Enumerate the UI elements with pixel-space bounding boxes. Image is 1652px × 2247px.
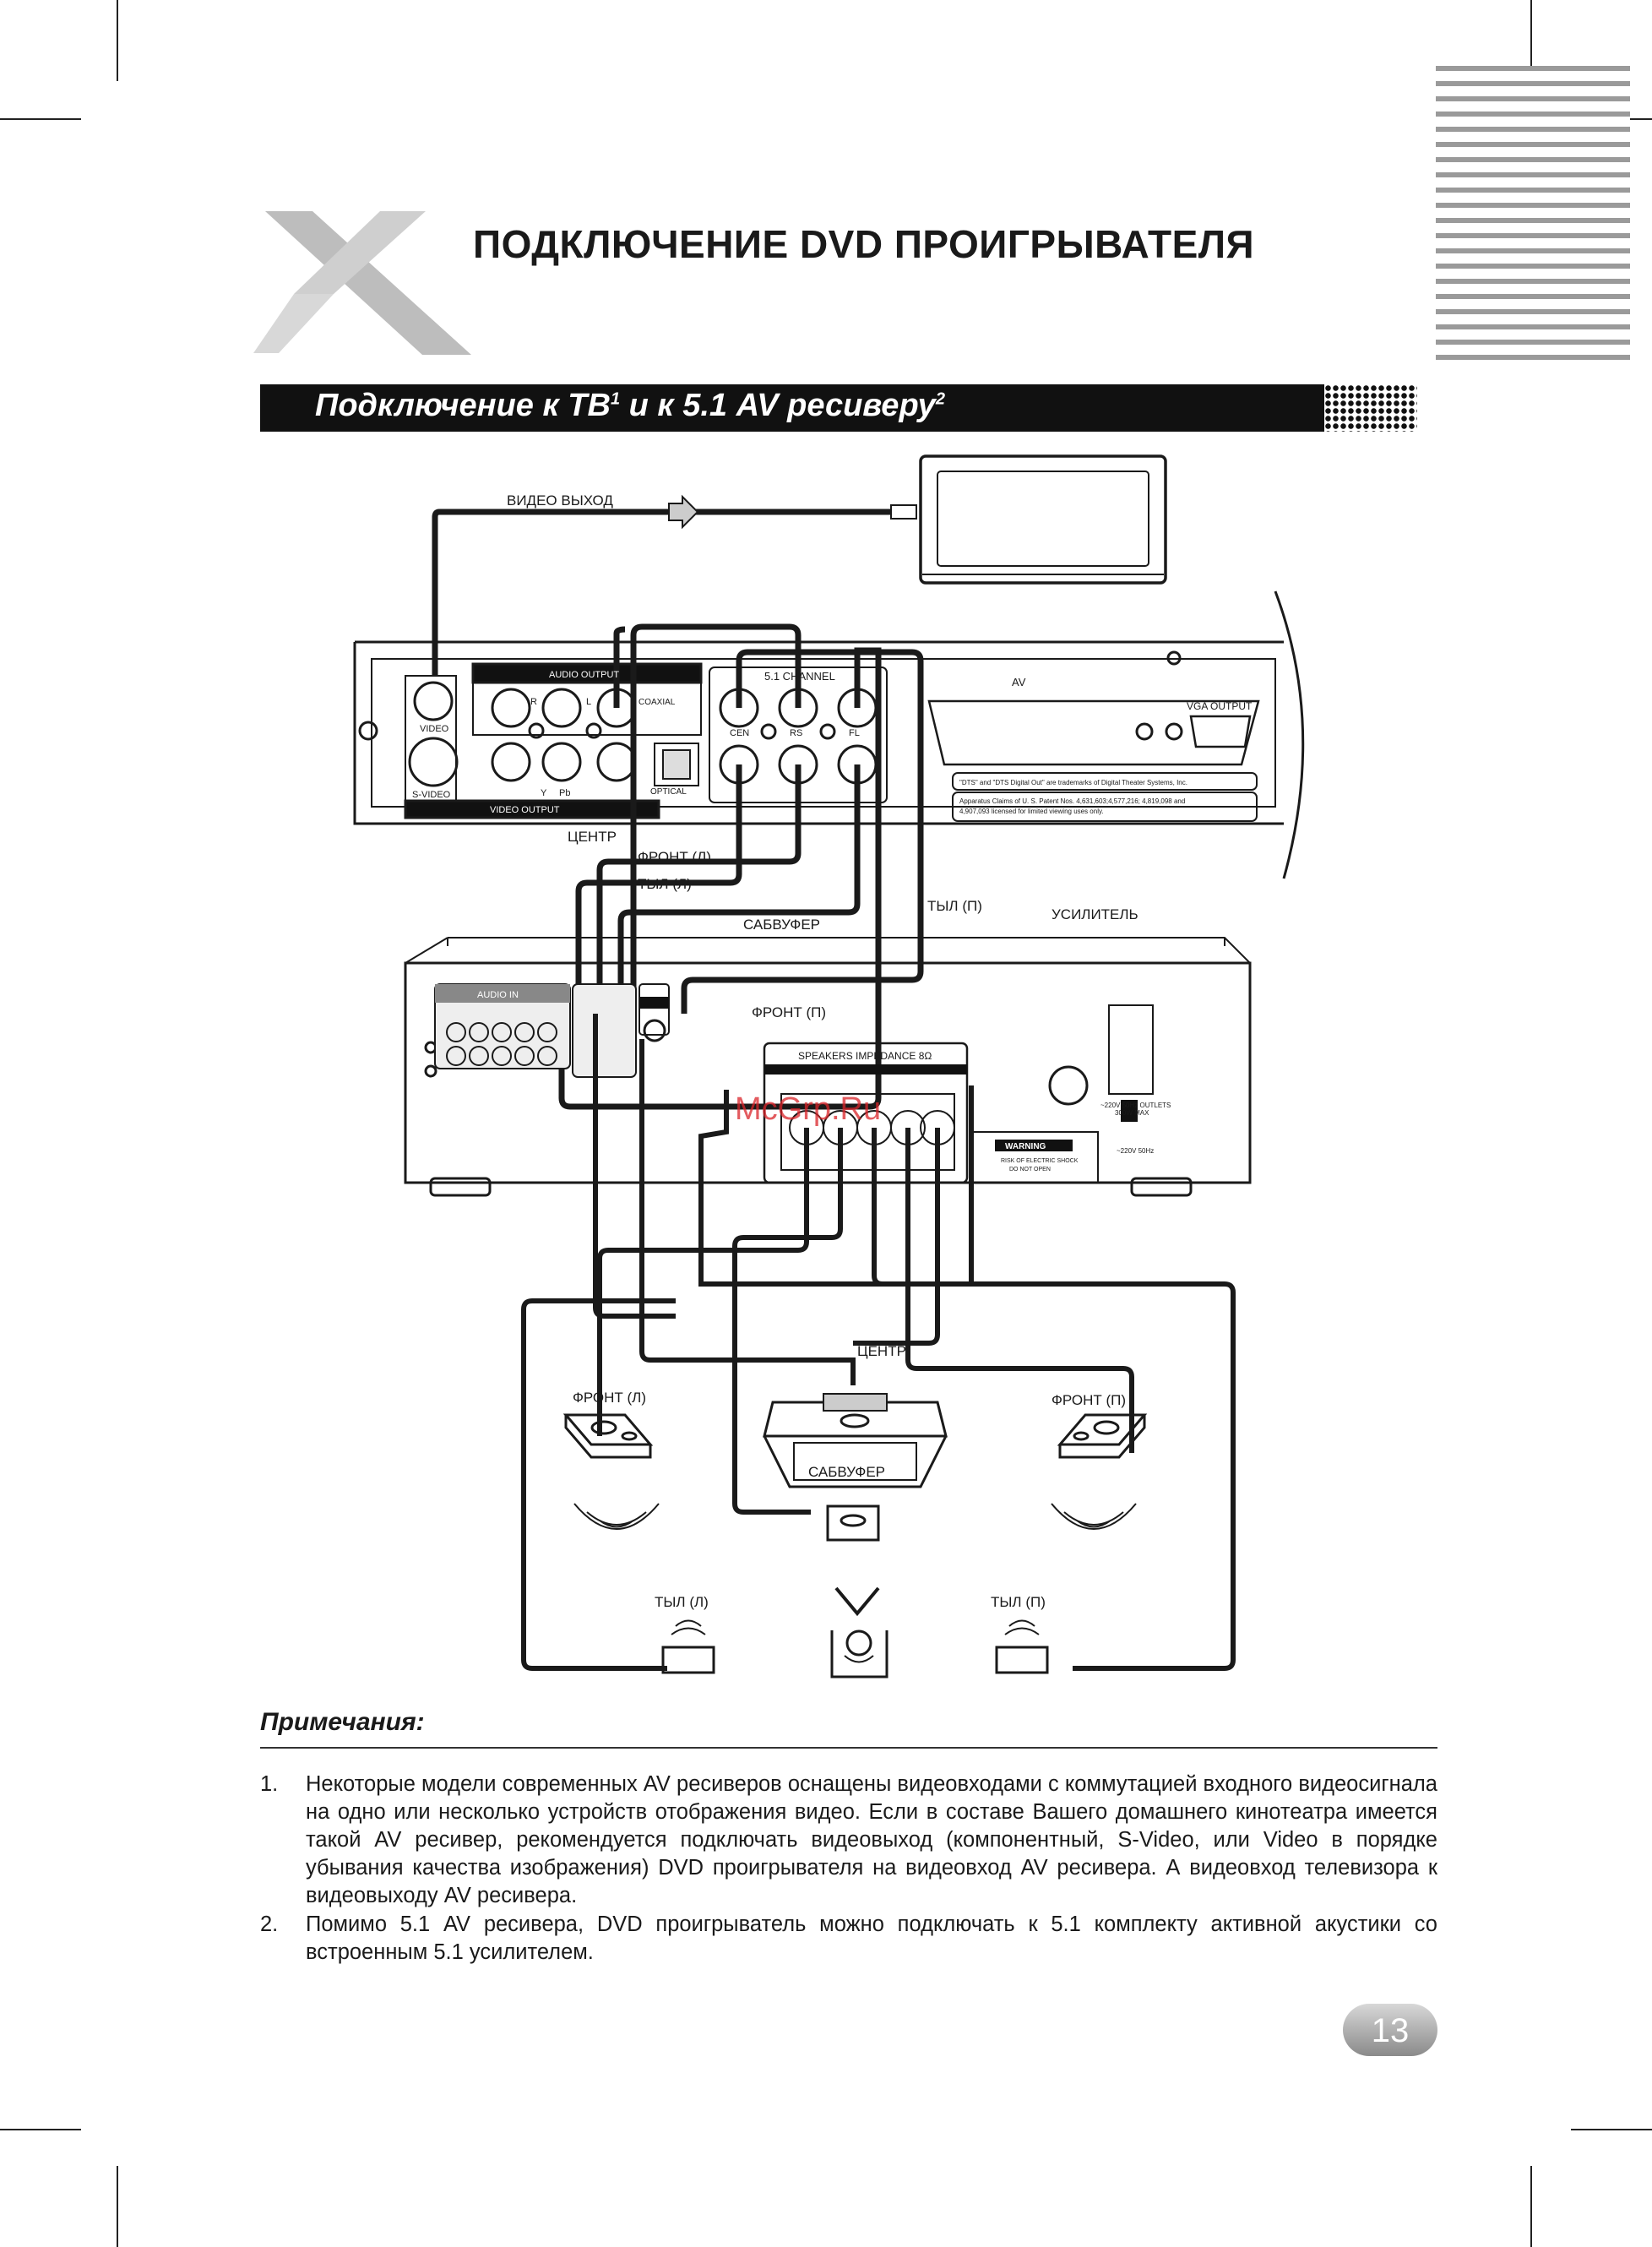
note-text: Помимо 5.1 AV ресивера, DVD проигрывател… — [306, 1912, 1437, 1964]
front-left-speaker-icon — [562, 1413, 660, 1530]
svg-text:ТЫЛ (П): ТЫЛ (П) — [991, 1594, 1046, 1610]
page-number: 13 — [1371, 2012, 1410, 2049]
svg-text:УСИЛИТЕЛЬ: УСИЛИТЕЛЬ — [1052, 906, 1138, 922]
rear-right-speaker-icon — [995, 1619, 1049, 1674]
section-header: Подключение к ТВ1 и к 5.1 AV ресиверу2 — [260, 384, 1417, 432]
crop-mark — [117, 2166, 118, 2247]
svg-text:VIDEO OUTPUT: VIDEO OUTPUT — [490, 805, 560, 815]
crop-mark — [1530, 2166, 1532, 2247]
svg-text:AV: AV — [1012, 676, 1026, 688]
svg-text:5.1 CHANNEL: 5.1 CHANNEL — [764, 670, 835, 683]
note-text: Некоторые модели современных AV ресиверо… — [306, 1772, 1437, 1907]
crop-mark — [0, 2129, 81, 2130]
note-item: 1. Некоторые модели современных AV ресив… — [260, 1771, 1437, 1910]
svg-text:FL: FL — [849, 728, 860, 738]
front-right-speaker-icon — [1051, 1413, 1148, 1530]
svg-text:VIDEO: VIDEO — [420, 724, 449, 734]
tv-icon — [919, 454, 1167, 585]
svg-text:DO NOT OPEN: DO NOT OPEN — [1009, 1167, 1051, 1172]
center-speaker-icon — [763, 1393, 948, 1488]
svg-text:4,907,093 licensed for limited: 4,907,093 licensed for limited viewing u… — [959, 808, 1104, 815]
svg-text:RS: RS — [790, 728, 802, 738]
page-title: ПОДКЛЮЧЕНИЕ DVD ПРОИГРЫВАТЕЛЯ — [473, 222, 1255, 266]
svg-text:L: L — [586, 697, 591, 707]
rear-left-speaker-icon — [661, 1619, 715, 1674]
page-number-badge: 13 — [1343, 2004, 1437, 2056]
decorative-stripes — [1436, 66, 1630, 363]
section-dots-decoration — [1324, 384, 1417, 432]
svg-text:~220V 50Hz: ~220V 50Hz — [1117, 1147, 1154, 1155]
notes-title: Примечания: — [260, 1708, 425, 1736]
svg-text:ТЫЛ (П): ТЫЛ (П) — [927, 898, 982, 914]
svg-text:Pb: Pb — [559, 788, 570, 798]
svg-text:SPEAKERS IMPEDANCE 8Ω: SPEAKERS IMPEDANCE 8Ω — [798, 1050, 932, 1062]
svg-text:VGA OUTPUT: VGA OUTPUT — [1187, 700, 1253, 712]
svg-text:~220V 50Hz OUTLETS: ~220V 50Hz OUTLETS — [1100, 1102, 1171, 1109]
svg-text:S-VIDEO: S-VIDEO — [412, 790, 451, 800]
svg-text:ВИДЕО ВЫХОД: ВИДЕО ВЫХОД — [507, 492, 613, 509]
note-number: 2. — [260, 1912, 279, 1936]
svg-text:Apparatus Claims of U. S. Pate: Apparatus Claims of U. S. Patent Nos. 4,… — [959, 797, 1185, 805]
crop-mark — [1530, 0, 1532, 81]
watermark: McGrp.Ru — [735, 1091, 881, 1127]
svg-text:САБВУФЕР: САБВУФЕР — [808, 1464, 885, 1480]
svg-text:ФРОНТ (П): ФРОНТ (П) — [1052, 1392, 1126, 1408]
svg-text:ФРОНТ (Л): ФРОНТ (Л) — [573, 1390, 646, 1406]
svg-text:WARNING: WARNING — [1005, 1142, 1046, 1151]
svg-text:ЦЕНТР: ЦЕНТР — [568, 829, 617, 845]
svg-text:300W MAX: 300W MAX — [1115, 1109, 1149, 1117]
brand-x-logo — [253, 211, 471, 355]
notes-divider — [260, 1747, 1437, 1749]
svg-text:RISK OF ELECTRIC SHOCK: RISK OF ELECTRIC SHOCK — [1001, 1158, 1079, 1164]
connection-diagram: ВИДЕО ВЫХОД AUDIO OUTPUT 5.1 CHANNEL AV … — [353, 454, 1305, 1678]
svg-text:R: R — [530, 697, 537, 707]
svg-text:ФРОНТ (П): ФРОНТ (П) — [752, 1004, 826, 1020]
note-item: 2. Помимо 5.1 AV ресивера, DVD проигрыва… — [260, 1911, 1437, 1967]
svg-text:Y: Y — [541, 788, 547, 798]
svg-text:AUDIO OUTPUT: AUDIO OUTPUT — [549, 670, 619, 680]
svg-text:COAXIAL: COAXIAL — [639, 698, 676, 707]
svg-text:ТЫЛ (Л): ТЫЛ (Л) — [655, 1594, 709, 1610]
svg-text:CEN: CEN — [730, 728, 749, 738]
svg-text:"DTS" and "DTS Digital Out" ar: "DTS" and "DTS Digital Out" are trademar… — [959, 779, 1187, 786]
svg-text:ФРОНТ (Л): ФРОНТ (Л) — [638, 849, 711, 865]
svg-text:OPTICAL: OPTICAL — [650, 787, 687, 797]
svg-text:САБВУФЕР: САБВУФЕР — [743, 917, 820, 933]
svg-text:AUDIO IN: AUDIO IN — [477, 990, 519, 1000]
note-number: 1. — [260, 1772, 279, 1796]
crop-mark — [1571, 2129, 1652, 2130]
svg-text:ЦЕНТР: ЦЕНТР — [857, 1343, 906, 1359]
listener-icon — [830, 1586, 888, 1678]
dvd-rear-panel — [353, 590, 1305, 879]
subwoofer-icon — [826, 1504, 880, 1542]
crop-mark — [117, 0, 118, 81]
amplifier — [404, 937, 1252, 1197]
svg-text:ТЫЛ (Л): ТЫЛ (Л) — [638, 876, 692, 892]
crop-mark — [0, 118, 81, 120]
section-title: Подключение к ТВ1 и к 5.1 AV ресиверу2 — [315, 388, 945, 423]
